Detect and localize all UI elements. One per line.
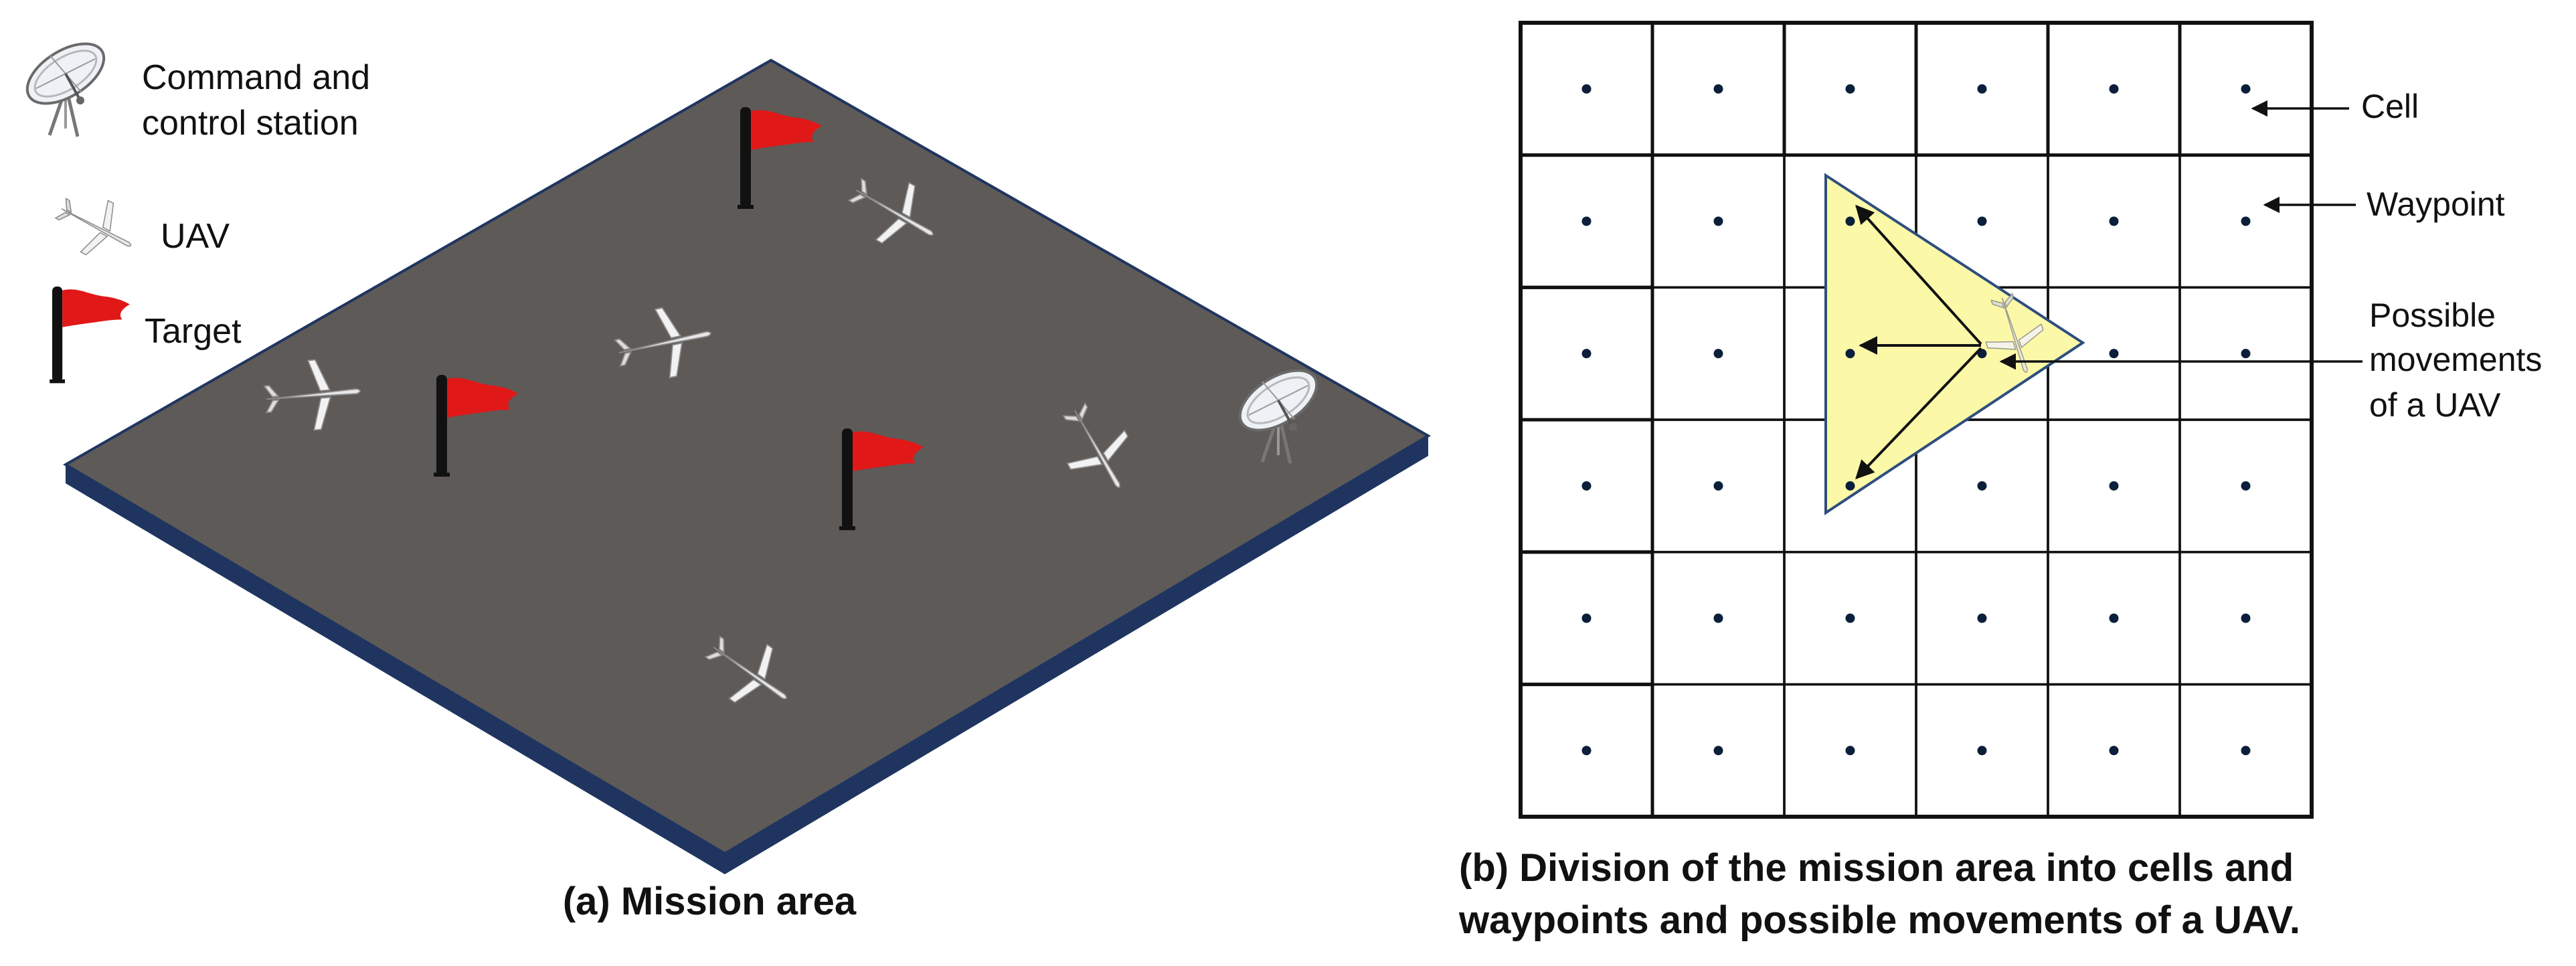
waypoint bbox=[1977, 216, 1987, 226]
waypoint bbox=[1845, 349, 1855, 359]
waypoint bbox=[1581, 613, 1592, 623]
waypoint bbox=[1581, 481, 1592, 491]
waypoint bbox=[1713, 216, 1723, 226]
label-cell: Cell bbox=[2361, 88, 2419, 125]
waypoint bbox=[1713, 613, 1723, 623]
waypoint bbox=[1581, 349, 1592, 359]
waypoint bbox=[1713, 481, 1723, 491]
caption-b-line1: (b) Division of the mission area into ce… bbox=[1459, 846, 2294, 890]
legend-target: Target bbox=[145, 312, 242, 351]
label-movements-line3: of a UAV bbox=[2369, 386, 2501, 424]
uav-icon bbox=[46, 181, 145, 272]
waypoint bbox=[1845, 84, 1855, 94]
waypoint bbox=[2241, 746, 2251, 756]
waypoint bbox=[1713, 84, 1723, 94]
waypoint bbox=[2241, 481, 2251, 491]
waypoint bbox=[1713, 349, 1723, 359]
waypoint bbox=[2109, 613, 2119, 623]
waypoint bbox=[2109, 216, 2119, 226]
grid-border bbox=[1519, 21, 2314, 819]
satellite-dish-icon bbox=[17, 31, 114, 137]
waypoint bbox=[2109, 481, 2119, 491]
mission-area-ground bbox=[63, 58, 1431, 856]
waypoint bbox=[2241, 216, 2251, 226]
label-movements-line2: movements bbox=[2369, 341, 2542, 378]
cell-grid bbox=[1519, 21, 2314, 819]
waypoint bbox=[2109, 746, 2119, 756]
legend-uav: UAV bbox=[161, 217, 230, 256]
waypoint bbox=[1581, 216, 1592, 226]
waypoint bbox=[1845, 216, 1855, 226]
legend-station-line2: control station bbox=[142, 104, 359, 143]
waypoint bbox=[1713, 746, 1723, 756]
waypoint bbox=[1845, 481, 1855, 491]
waypoint bbox=[2241, 613, 2251, 623]
flag-icon bbox=[50, 287, 130, 384]
waypoint bbox=[1845, 746, 1855, 756]
waypoint bbox=[2109, 84, 2119, 94]
label-waypoint: Waypoint bbox=[2367, 185, 2505, 223]
movement-arrows bbox=[1855, 204, 1982, 480]
waypoint bbox=[2241, 349, 2251, 359]
waypoint bbox=[1581, 746, 1592, 756]
legend-station-line1: Command and bbox=[142, 58, 370, 97]
waypoint bbox=[1977, 613, 1987, 623]
caption-a: (a) Mission area bbox=[563, 880, 857, 923]
movement-arrow-down bbox=[1855, 347, 1982, 480]
waypoint bbox=[1977, 84, 1987, 94]
waypoint bbox=[1581, 84, 1592, 94]
waypoint bbox=[1845, 613, 1855, 623]
waypoints bbox=[1581, 84, 2251, 756]
waypoint bbox=[1977, 746, 1987, 756]
movement-arrow-up bbox=[1855, 204, 1982, 345]
legend: Command and control station UAV Target bbox=[17, 31, 370, 384]
mission-area bbox=[63, 58, 1431, 874]
waypoint bbox=[2241, 84, 2251, 94]
caption-b-line2: waypoints and possible movements of a UA… bbox=[1458, 898, 2300, 942]
label-movements-line1: Possible bbox=[2369, 297, 2496, 334]
waypoint bbox=[1977, 481, 1987, 491]
waypoint bbox=[2109, 349, 2119, 359]
